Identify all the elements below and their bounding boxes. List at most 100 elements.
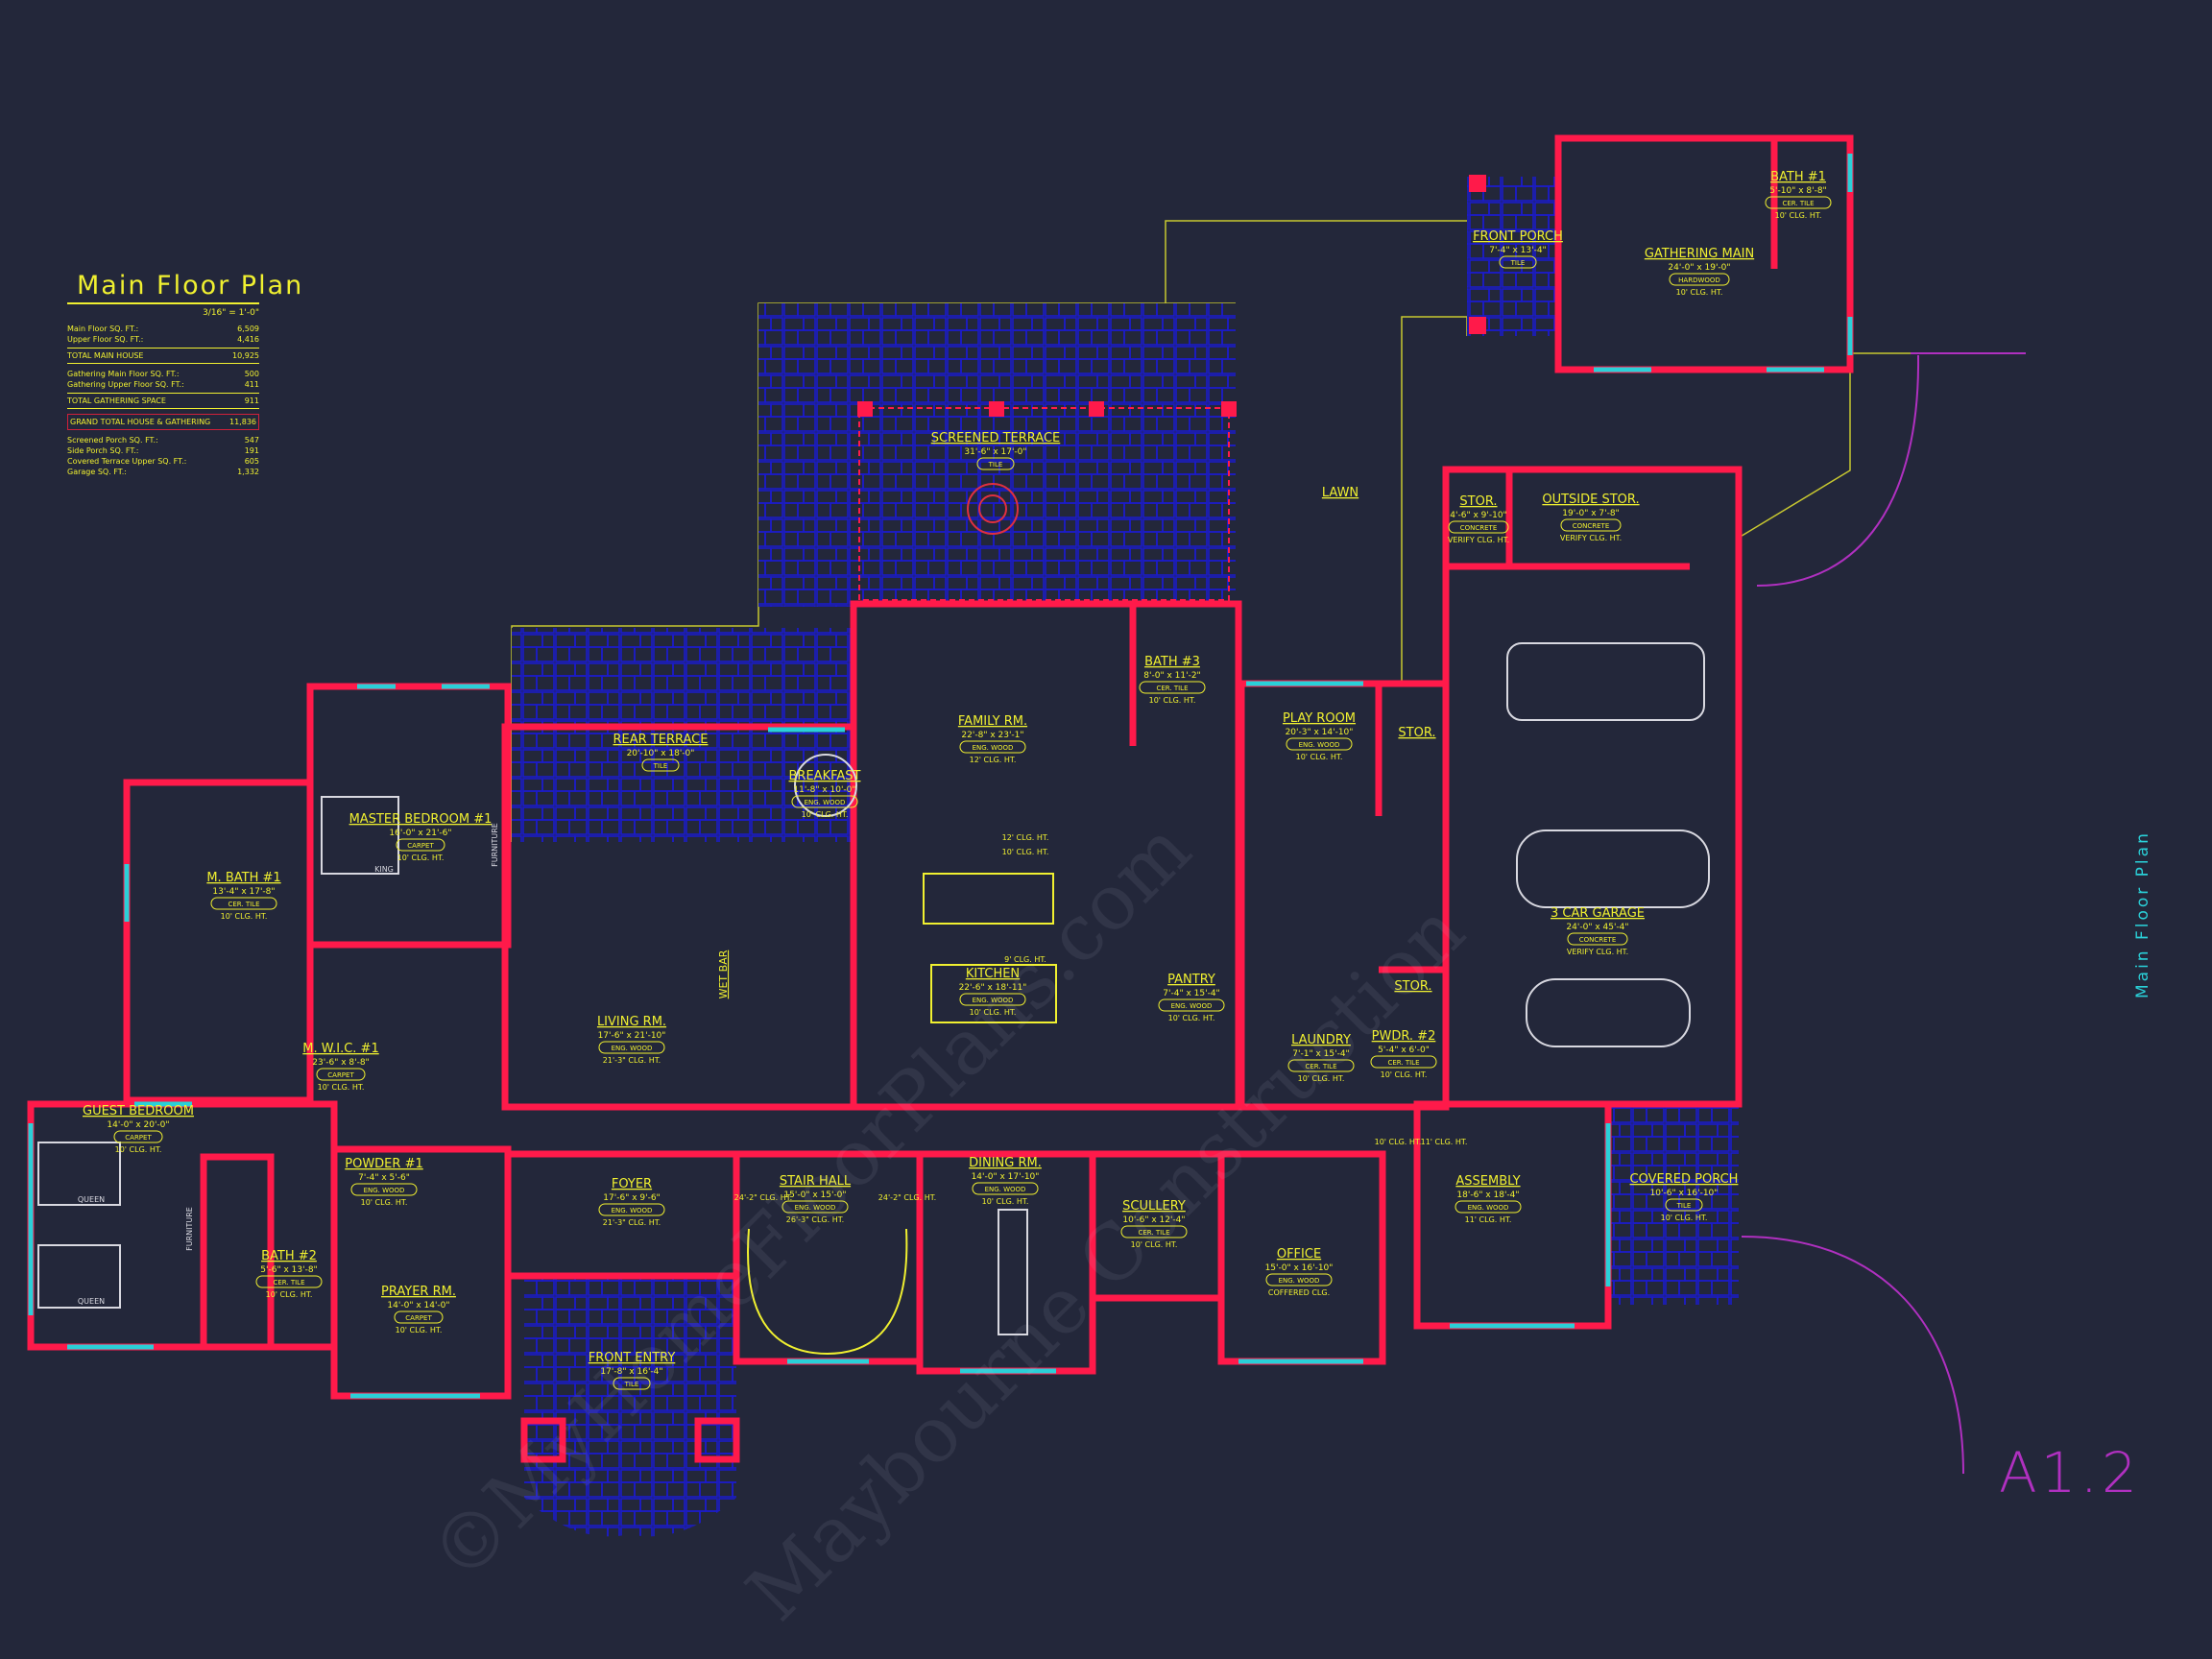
room-ceiling: 21'-3" CLG. HT. (603, 1056, 661, 1065)
room-dimensions: 23'-6" x 8'-8" (312, 1058, 369, 1068)
room-dimensions: 14'-0" x 14'-0" (387, 1301, 449, 1310)
room-name: STAIR HALL (780, 1174, 852, 1189)
front-entry-tile (524, 1276, 736, 1537)
room-finish: TILE (1676, 1202, 1692, 1210)
room-finish: ENG. WOOD (1299, 741, 1340, 749)
legend-value: 500 (244, 370, 259, 378)
room-dimensions: 5'-10" x 8'-8" (1769, 186, 1826, 196)
room-name: BREAKFAST (789, 769, 861, 783)
queen-bed-icon-2 (37, 1244, 121, 1309)
room-dimensions: 17'-6" x 21'-10" (598, 1031, 666, 1041)
room-ceiling: 10' CLG. HT. (1296, 753, 1343, 761)
legend-row: Upper Floor SQ. FT.:4,416 (67, 334, 259, 345)
ceiling-notes: 12' CLG. HT.10' CLG. HT.9' CLG. HT.24'-2… (734, 833, 1468, 1202)
fixture-label: QUEEN (78, 1297, 105, 1306)
room-dimensions: 16'-0" x 21'-6" (389, 829, 451, 838)
room-finish: ENG. WOOD (1279, 1277, 1320, 1285)
room-name: M. W.I.C. #1 (302, 1042, 378, 1056)
room-ceiling: 10' CLG. HT. (397, 854, 445, 862)
room-name: LIVING RM. (597, 1015, 666, 1029)
room-name: STOR. (1394, 979, 1431, 994)
room-name: LAUNDRY (1291, 1033, 1351, 1047)
legend-value: 191 (244, 446, 259, 455)
room-name: SCREENED TERRACE (931, 431, 1061, 445)
finish-pill (791, 795, 858, 808)
room-finish: ENG. WOOD (612, 1045, 653, 1052)
legend-value: 1,332 (237, 468, 259, 476)
room-dimensions: 7'-4" x 15'-4" (1163, 989, 1219, 998)
ceiling-note: 10' CLG. HT. (1375, 1138, 1422, 1146)
legend-label: Gathering Upper Floor SQ. FT.: (67, 380, 184, 389)
room-dimensions: 7'-4" x 5'-6" (358, 1173, 410, 1183)
room-dimensions: 15'-0" x 16'-10" (1265, 1263, 1334, 1273)
room-name: SCULLERY (1122, 1199, 1186, 1214)
room-name: BATH #1 (1770, 170, 1826, 184)
fire-pit-icon (967, 483, 1019, 535)
dining-table-icon (998, 1209, 1028, 1335)
plan-title: Main Floor Plan (67, 271, 301, 304)
room-name: BATH #3 (1144, 655, 1200, 669)
room-finish: CER. TILE (1138, 1229, 1169, 1237)
room-finish: TILE (653, 762, 668, 770)
room-finish: CONCRETE (1460, 524, 1498, 532)
room-label: WET BAR (717, 950, 730, 998)
finish-pill (598, 1203, 665, 1216)
finish-pill (1765, 196, 1832, 209)
room-ceiling: 10' CLG. HT. (266, 1290, 313, 1299)
finish-pill (959, 993, 1026, 1006)
room-ceiling: 21'-3" CLG. HT. (603, 1218, 661, 1227)
legend-row: Gathering Upper Floor SQ. FT.: 411 (67, 379, 259, 390)
room-dimensions: 22'-6" x 18'-11" (959, 983, 1027, 993)
room-dimensions: 17'-6" x 9'-6" (603, 1193, 660, 1203)
room-name: BATH #2 (261, 1249, 317, 1263)
room-finish: ENG. WOOD (805, 799, 846, 806)
finish-pill (1370, 1055, 1437, 1069)
room-finish: TILE (988, 461, 1003, 469)
room-ceiling: 10' CLG. HT. (802, 810, 849, 819)
car-1-icon (1506, 642, 1705, 721)
room-name: KITCHEN (966, 967, 1020, 981)
room-dimensions: 13'-4" x 17'-8" (212, 887, 275, 897)
finish-pill (1265, 1273, 1333, 1286)
finish-pill (972, 1182, 1039, 1195)
room-ceiling: 10' CLG. HT. (1381, 1070, 1428, 1079)
room-name: POWDER #1 (345, 1157, 422, 1171)
room-finish: CARPET (407, 842, 434, 850)
room-dimensions: 22'-8" x 23'-1" (961, 731, 1023, 740)
room-dimensions: 11'-8" x 10'-0" (793, 785, 855, 795)
room-finish: HARDWOOD (1678, 276, 1720, 284)
room-dimensions: 17'-8" x 16'-4" (600, 1367, 662, 1377)
spiral-stair-icon (747, 1228, 908, 1356)
finish-pill (1158, 998, 1225, 1012)
finish-pill (598, 1041, 665, 1054)
legend-label: Main Floor SQ. FT.: (67, 325, 139, 333)
fixture-label: FURNITURE (185, 1207, 194, 1251)
room-name: FOYER (612, 1177, 652, 1191)
room-ceiling: 12' CLG. HT. (970, 756, 1017, 764)
legend-value: 411 (244, 380, 259, 389)
property-arcs (1741, 352, 2026, 1475)
room-ceiling: 10' CLG. HT. (115, 1145, 162, 1154)
room-name: OFFICE (1277, 1247, 1321, 1262)
car-3-icon (1526, 978, 1691, 1047)
finish-pill (396, 838, 445, 852)
room-name: COVERED PORCH (1630, 1172, 1739, 1187)
room-finish: ENG. WOOD (973, 997, 1014, 1004)
room-finish: CARPET (327, 1071, 354, 1079)
room-dimensions: 14'-0" x 17'-10" (972, 1172, 1040, 1182)
room-ceiling: 10' CLG. HT. (1661, 1214, 1708, 1222)
room-ceiling: 10' CLG. HT. (1168, 1014, 1215, 1022)
room-name: STOR. (1459, 494, 1497, 509)
room-finish: TILE (624, 1381, 639, 1388)
finish-pill (641, 758, 680, 772)
